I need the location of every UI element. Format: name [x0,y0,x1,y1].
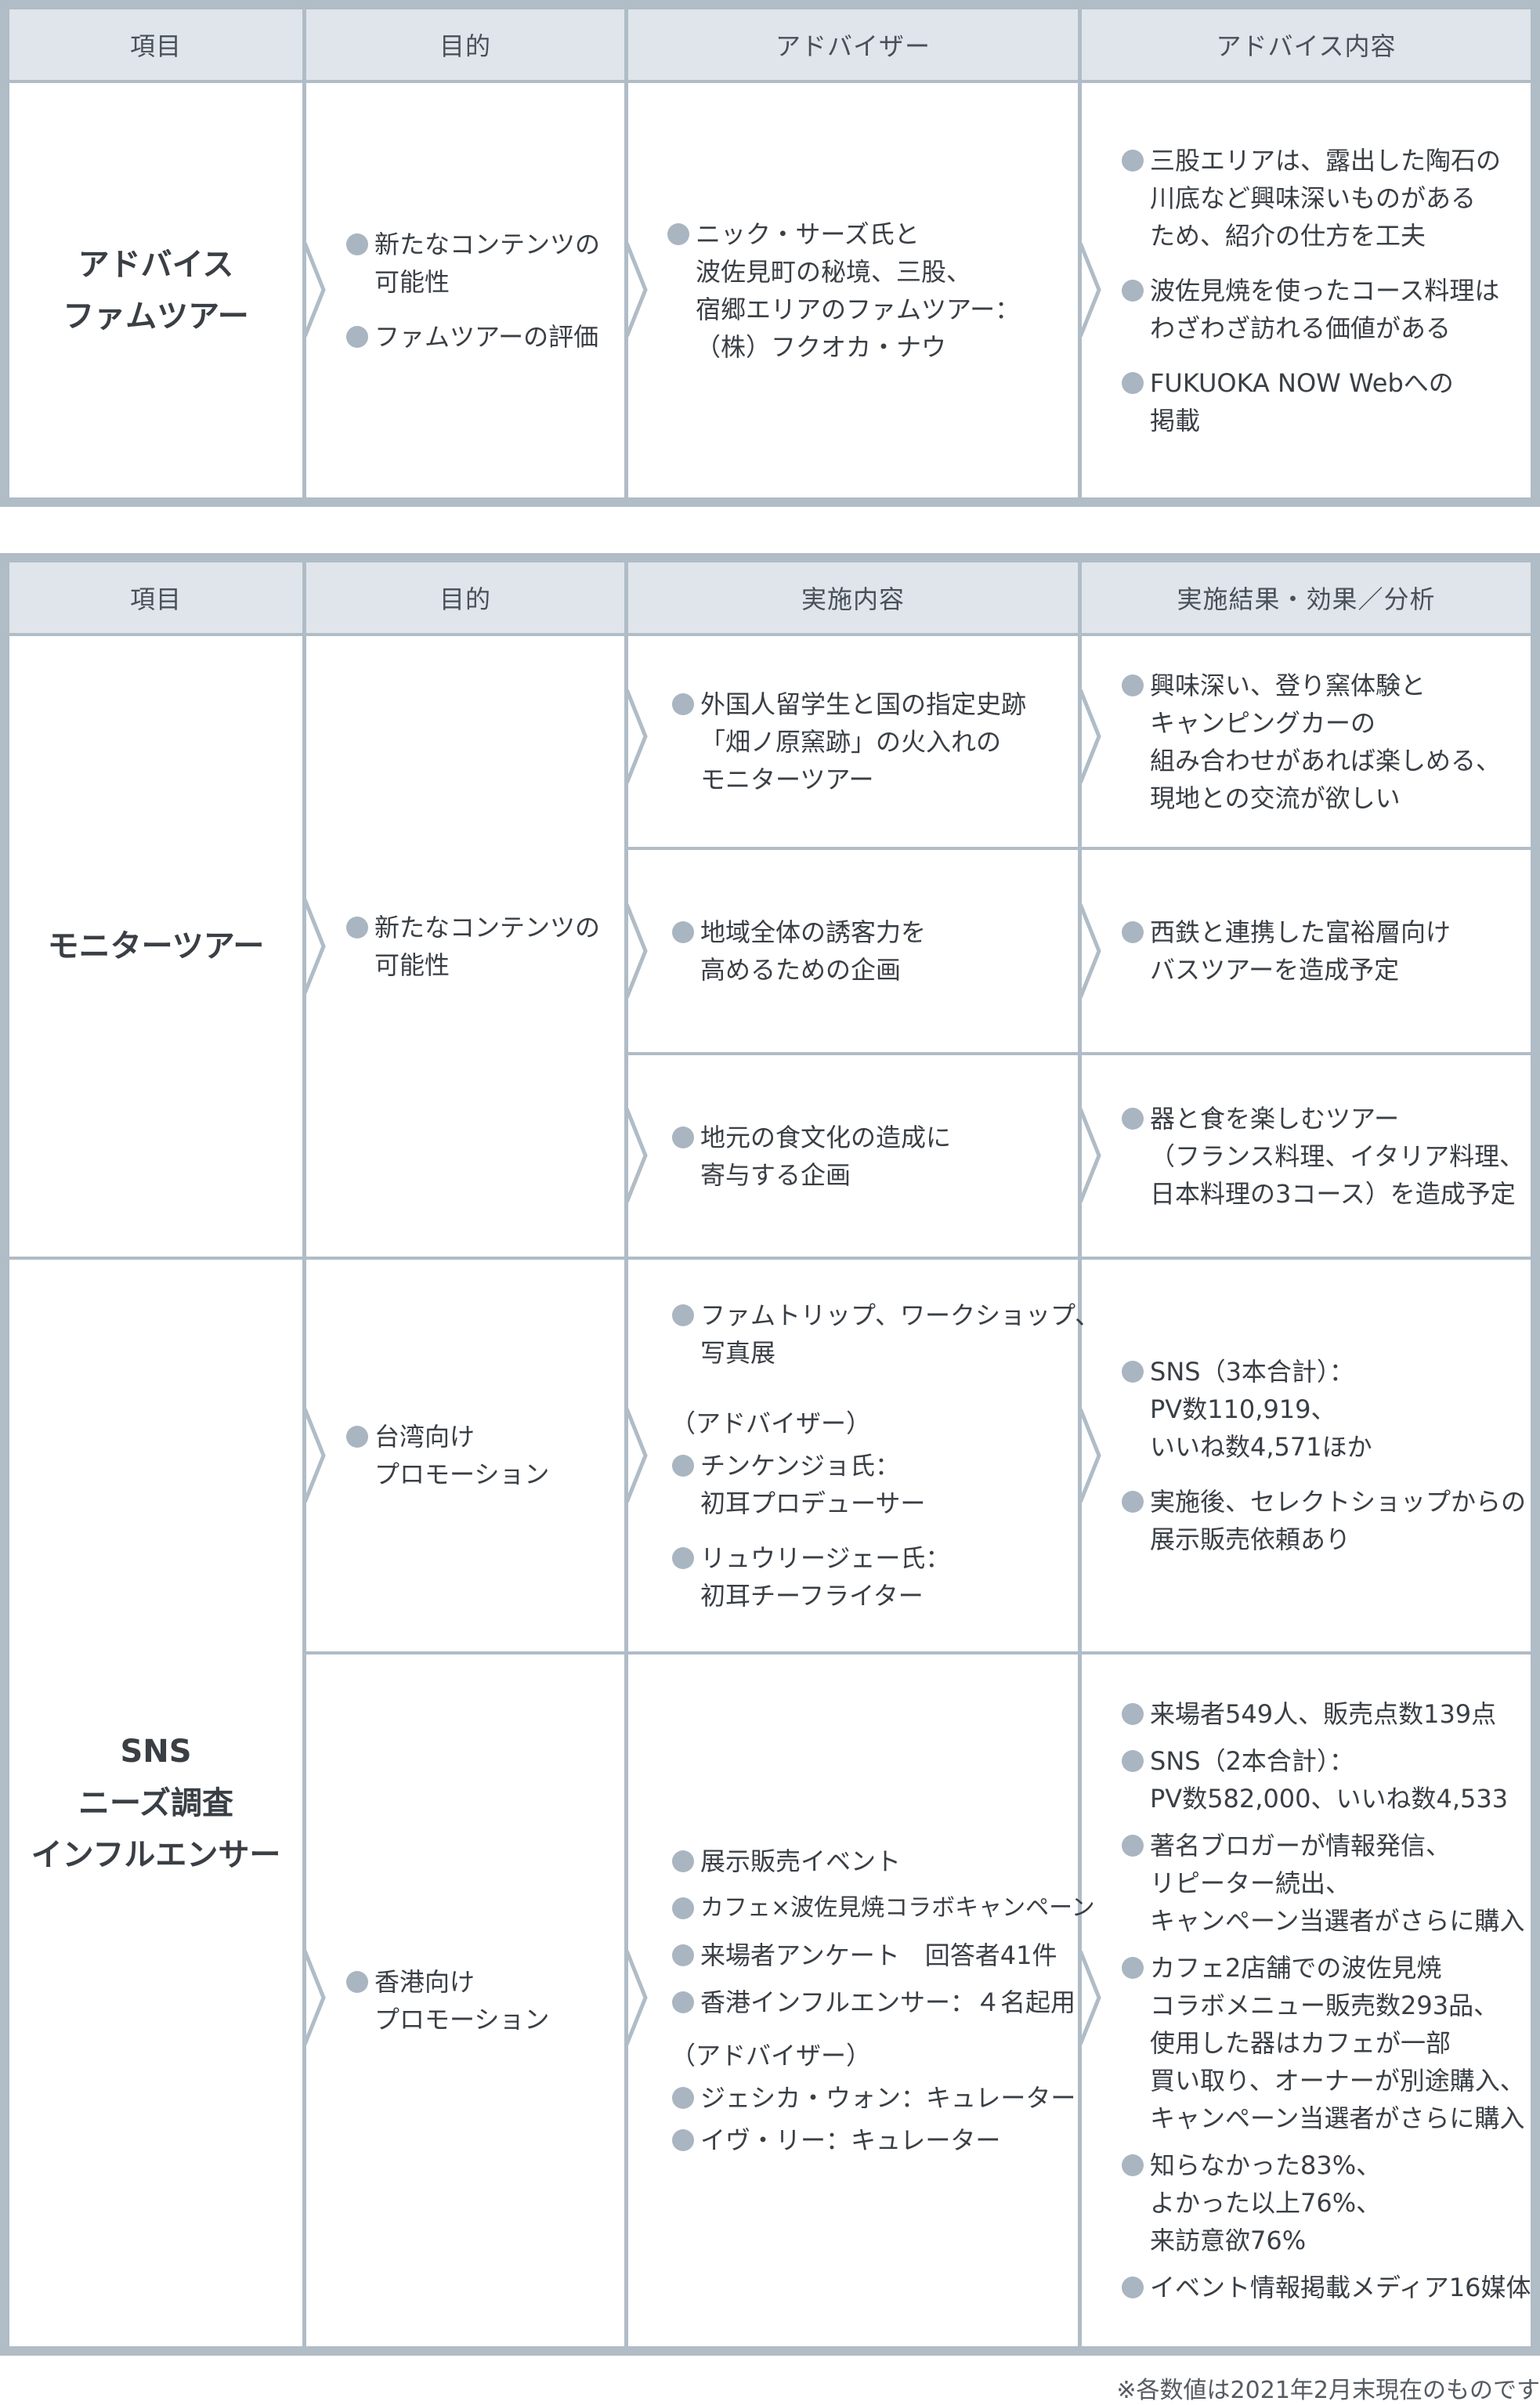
list-item: 器と食を楽しむツアー（フランス料理、イタリア料理、日本料理の3コース）を造成予定 [1122,1100,1529,1213]
list-item: 来場者アンケート 回答者41件 [672,1937,1075,1974]
chevron-right-icon [302,1951,326,2045]
chevron-right-icon [624,1951,648,2045]
result-cell: 西鉄と連携した富裕層向けバスツアーを造成予定 [1122,850,1529,1052]
list-item: SNS（3本合計）：PV数110,919、いいね数4,571ほか [1122,1353,1537,1466]
advisor-label: （アドバイザー） [671,1409,872,1438]
chevron-right-icon [1078,689,1101,783]
result-cell: 来場者549人、販売点数139点 SNS（2本合計）：PV数582,000、いい… [1122,1655,1537,2346]
header-implementation: 実施内容 [628,562,1078,636]
advisor-label: （アドバイザー） [671,2040,872,2070]
list-item: FUKUOKA NOW Webへの掲載 [1122,364,1529,439]
list-item: 地元の食文化の造成に寄与する企画 [672,1119,1075,1194]
chevron-right-icon [1078,243,1101,337]
list-item: 香港インフルエンサー：４名起用 [672,1984,1075,2021]
title-line: アドバイス [78,246,234,283]
purpose-cell: 台湾向けプロモーション [346,1260,620,1651]
chevron-right-icon [1078,1951,1101,2045]
header-result: 実施結果・効果／分析 [1082,562,1531,636]
title-line: インフルエンサー [31,1836,281,1873]
list-item: SNS（2本合計）：PV数582,000、いいね数4,533 [1122,1742,1537,1817]
impl-cell: 外国人留学生と国の指定史跡「畑ノ原窯跡」の火入れのモニターツアー [672,636,1075,847]
purpose-cell: 香港向けプロモーション [346,1655,620,2346]
title-line: ファムツアー [63,298,249,335]
chevron-right-icon [1078,1409,1101,1503]
list-item: カフェ×波佐見焼コラボキャンペーン [672,1890,1095,1927]
chevron-right-icon [624,689,648,783]
impl-cell: ファムトリップ、ワークショップ、写真展 （アドバイザー） チンケンジョ氏：初耳プ… [671,1260,1100,1651]
title-line: SNS [120,1733,192,1770]
list-item: 波佐見焼を使ったコース料理はわざわざ訪れる価値がある [1122,272,1529,347]
list-item: 新たなコンテンツの可能性 [346,909,620,984]
result-cell: 器と食を楽しむツアー（フランス料理、イタリア料理、日本料理の3コース）を造成予定 [1122,1055,1529,1257]
result-cell: SNS（3本合計）：PV数110,919、いいね数4,571ほか 実施後、セレク… [1122,1260,1537,1651]
impl-cell: 地元の食文化の造成に寄与する企画 [672,1055,1075,1257]
result-cell: 興味深い、登り窯体験とキャンピングカーの組み合わせがあれば楽しめる、現地との交流… [1122,636,1529,847]
purpose-cell: 新たなコンテンツの可能性 [346,636,620,1257]
list-item: ファムツアーの評価 [346,318,620,356]
title-line: ニーズ調査 [78,1785,233,1821]
header-purpose: 目的 [306,562,624,636]
list-item: ジェシカ・ウォン：キュレーター [672,2079,1075,2117]
chevron-right-icon [1078,904,1101,998]
list-item: 香港向けプロモーション [346,1963,620,2038]
chevron-right-icon [624,1108,648,1202]
impl-cell: 展示販売イベント カフェ×波佐見焼コラボキャンペーン 来場者アンケート 回答者4… [671,1655,1095,2346]
row-title-sns: SNS ニーズ調査 インフルエンサー [9,1260,302,2346]
advice-famtour-table: 項目 目的 アドバイザー アドバイス内容 アドバイス ファムツアー 新たなコンテ… [0,0,1540,507]
impl-cell: 地域全体の誘客力を高めるための企画 [672,850,1075,1052]
chevron-right-icon [624,904,648,998]
row-title-advice-famtour: アドバイス ファムツアー [9,83,302,497]
list-item: 来場者549人、販売点数139点 [1122,1695,1537,1733]
list-item: 新たなコンテンツの可能性 [346,226,620,301]
header-purpose: 目的 [306,9,624,83]
list-item: 外国人留学生と国の指定史跡「畑ノ原窯跡」の火入れのモニターツアー [672,685,1075,798]
list-item: 三股エリアは、露出した陶石の川底など興味深いものがあるため、紹介の仕方を工夫 [1122,142,1529,255]
list-item: カフェ2店舗での波佐見焼コラボメニュー販売数293品、使用した器はカフェが一部買… [1122,1949,1537,2137]
chevron-right-icon [1078,1108,1101,1202]
purpose-cell: 新たなコンテンツの可能性 ファムツアーの評価 [346,83,620,497]
header-advice-content: アドバイス内容 [1082,9,1531,83]
header-item: 項目 [9,562,302,636]
list-item: イベント情報掲載メディア16媒体 [1122,2269,1537,2306]
list-item: 西鉄と連携した富裕層向けバスツアーを造成予定 [1122,913,1529,989]
list-item: ニック・サーズ氏と波佐見町の秘境、三股、宿郷エリアのファムツアー：（株）フクオカ… [667,215,1075,366]
advice-content-cell: 三股エリアは、露出した陶石の川底など興味深いものがあるため、紹介の仕方を工夫 波… [1122,83,1529,497]
list-item: 著名ブロガーが情報発信、リピーター続出、キャンペーン当選者がさらに購入 [1122,1827,1537,1940]
list-item: ファムトリップ、ワークショップ、写真展 [672,1297,1100,1372]
monitor-sns-table: 項目 目的 実施内容 実施結果・効果／分析 モニターツアー 新たなコンテンツの可… [0,553,1540,2356]
list-item: イヴ・リー：キュレーター [672,2121,1075,2159]
list-item: 台湾向けプロモーション [346,1418,620,1493]
header-item: 項目 [9,9,302,83]
title-line: モニターツアー [47,928,265,964]
list-item: 知らなかった83%、よかった以上76%、来訪意欲76% [1122,2146,1537,2259]
advisor-cell: ニック・サーズ氏と波佐見町の秘境、三股、宿郷エリアのファムツアー：（株）フクオカ… [667,83,1075,497]
list-item: 実施後、セレクトショップからの展示販売依頼あり [1122,1483,1537,1558]
list-item: 興味深い、登り窯体験とキャンピングカーの組み合わせがあれば楽しめる、現地との交流… [1122,667,1529,817]
row-title-monitor-tour: モニターツアー [9,636,302,1257]
chevron-right-icon [302,243,326,337]
chevron-right-icon [624,1409,648,1503]
list-item: チンケンジョ氏：初耳プロデューサー [672,1447,1075,1522]
footnote: ※各数値は2021年2月末現在のものです [1116,2377,1540,2404]
chevron-right-icon [302,899,326,993]
list-item: 地域全体の誘客力を高めるための企画 [672,913,1075,989]
list-item: 展示販売イベント [672,1843,1075,1880]
header-advisor: アドバイザー [628,9,1078,83]
chevron-right-icon [624,243,648,337]
chevron-right-icon [302,1409,326,1503]
list-item: リュウリージェー氏：初耳チーフライター [672,1539,1075,1615]
